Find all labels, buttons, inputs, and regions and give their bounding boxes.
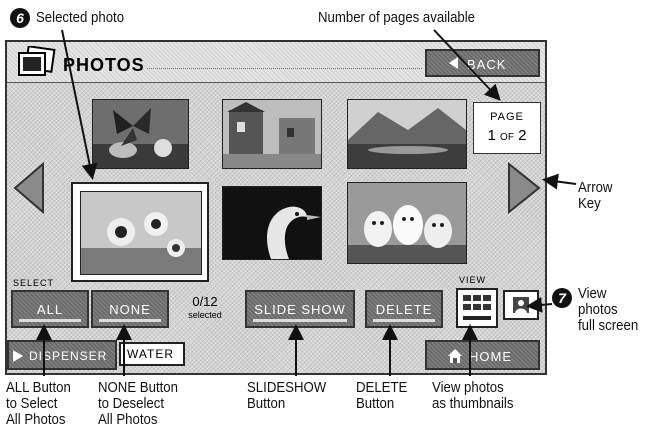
title-bar: PHOTOS BACK bbox=[7, 42, 545, 83]
page-number-row: 1 OF 2 bbox=[474, 127, 540, 144]
back-arrow-icon bbox=[449, 57, 459, 72]
play-icon bbox=[13, 350, 23, 365]
select-none-button[interactable]: NONE bbox=[91, 290, 169, 328]
water-label: WATER bbox=[127, 347, 174, 361]
annotation-delete-button: DELETE Button bbox=[356, 379, 408, 412]
page-label: PAGE bbox=[490, 111, 524, 123]
home-icon bbox=[447, 348, 463, 367]
photo-thumbnail-butterfly[interactable] bbox=[92, 99, 189, 169]
slide-show-button[interactable]: SLIDE SHOW bbox=[245, 290, 355, 328]
photo-thumbnail-mountain-lake[interactable] bbox=[347, 99, 467, 169]
annotation-all-button: ALL Button to Select All Photos bbox=[6, 379, 71, 428]
all-label: ALL bbox=[36, 302, 64, 317]
page-current: 1 bbox=[487, 127, 496, 144]
fullscreen-icon bbox=[513, 297, 529, 318]
view-label: VIEW bbox=[459, 275, 487, 285]
selected-count: 0/12 bbox=[192, 294, 218, 309]
annotation-slideshow-button: SLIDESHOW Button bbox=[247, 379, 327, 412]
annotation-view-full-screen: View photos full screen bbox=[578, 285, 639, 334]
selected-word: selected bbox=[188, 310, 222, 320]
home-button[interactable]: HOME bbox=[425, 340, 540, 370]
page-indicator: PAGE 1 OF 2 bbox=[473, 102, 541, 154]
left-arrow-icon[interactable] bbox=[13, 161, 45, 219]
page-total: 2 bbox=[518, 127, 527, 144]
back-button[interactable]: BACK bbox=[425, 49, 540, 77]
select-label: SELECT bbox=[13, 278, 55, 288]
annotation-none-button: NONE Button to Deselect All Photos bbox=[98, 379, 178, 428]
photo-thumbnail-flowers-selected[interactable] bbox=[80, 191, 202, 275]
annotation-pages-available: Number of pages available bbox=[318, 9, 476, 26]
thumbnails-icon bbox=[463, 295, 491, 326]
right-arrow-icon[interactable] bbox=[507, 161, 541, 219]
delete-button[interactable]: DELETE bbox=[365, 290, 443, 328]
photo-thumbnail-puppies[interactable] bbox=[347, 182, 467, 264]
view-full-screen-button[interactable] bbox=[503, 290, 539, 320]
photo-thumbnail-street[interactable] bbox=[222, 99, 322, 169]
slide-show-label: SLIDE SHOW bbox=[254, 302, 346, 317]
home-label: HOME bbox=[469, 349, 512, 364]
annotation-number-7: 7 bbox=[552, 288, 572, 308]
annotation-number-6: 6 bbox=[10, 8, 30, 28]
annotation-selected-photo: Selected photo bbox=[36, 9, 125, 26]
dispenser-button[interactable]: DISPENSER bbox=[7, 340, 117, 370]
water-button[interactable]: WATER bbox=[119, 342, 185, 366]
photo-thumbnail-bird[interactable] bbox=[222, 186, 322, 260]
title-divider bbox=[147, 68, 422, 69]
annotation-arrow-key: Arrow Key bbox=[578, 179, 613, 212]
delete-label: DELETE bbox=[375, 302, 433, 317]
page-of: OF bbox=[500, 132, 514, 143]
photos-icon bbox=[15, 45, 57, 78]
view-thumbnails-button[interactable] bbox=[456, 288, 498, 328]
dispenser-label: DISPENSER bbox=[29, 349, 108, 363]
photos-screen: PHOTOS BACK PAGE 1 OF 2 bbox=[5, 40, 547, 375]
none-label: NONE bbox=[109, 302, 151, 317]
annotation-view-thumbnails: View photos as thumbnails bbox=[432, 379, 514, 412]
back-label: BACK bbox=[467, 57, 507, 72]
page-title: PHOTOS bbox=[63, 55, 145, 75]
select-all-button[interactable]: ALL bbox=[11, 290, 89, 328]
